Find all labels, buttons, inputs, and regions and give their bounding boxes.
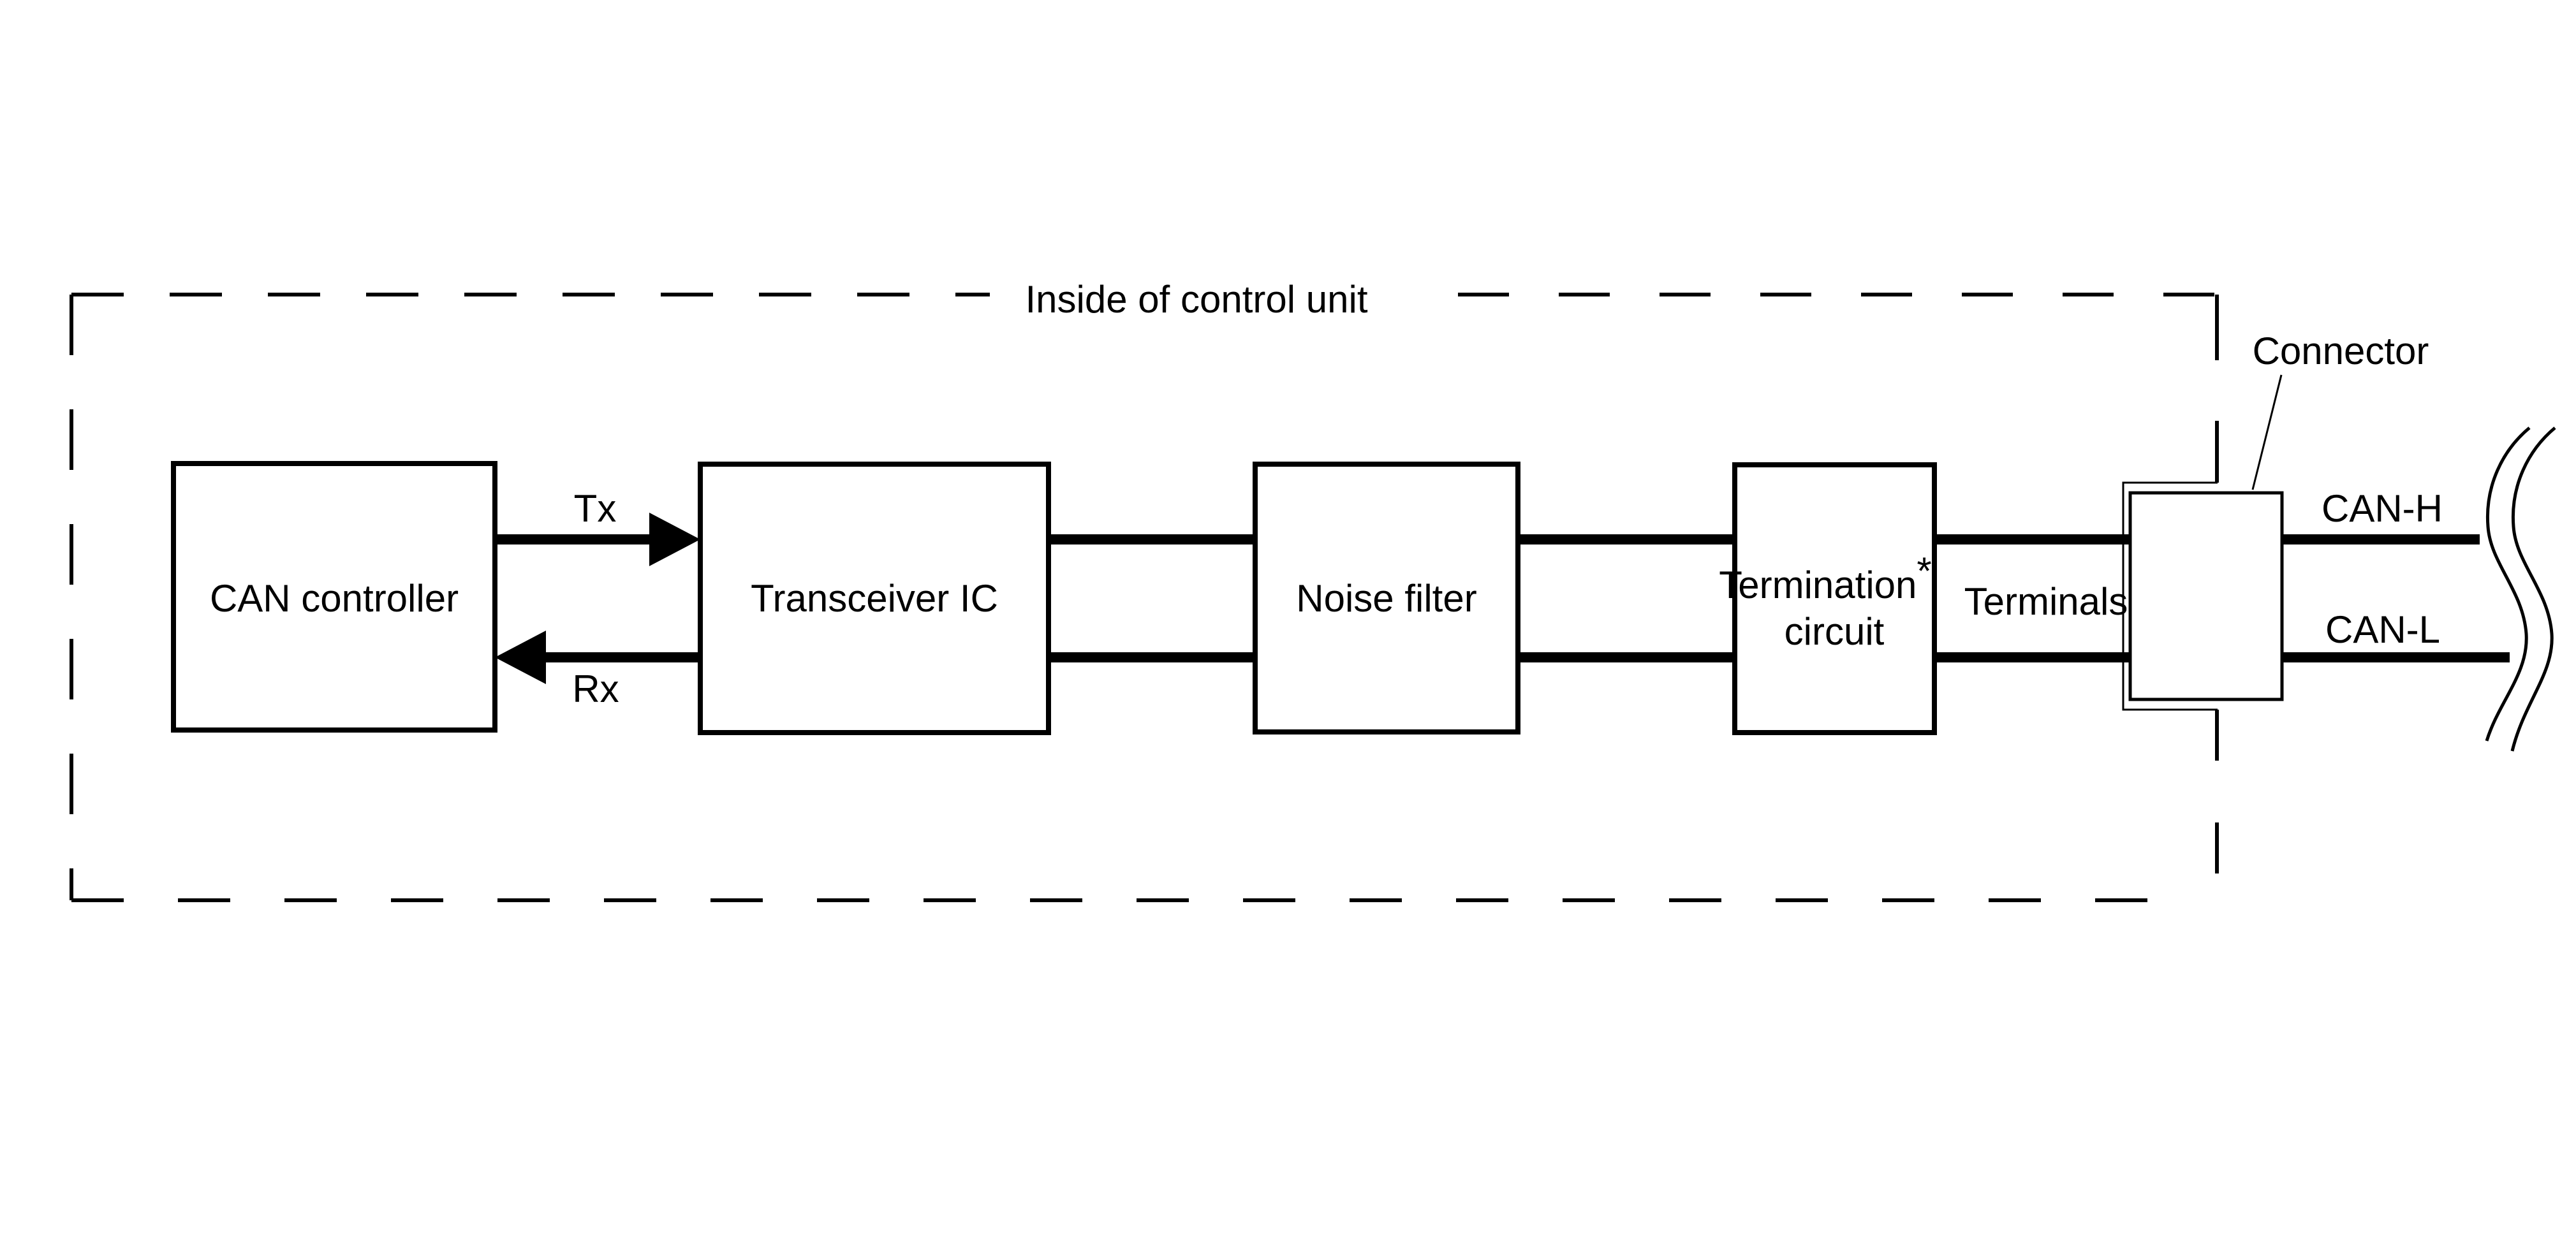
bus-wires (1049, 534, 2510, 662)
tx-arrow: Tx (495, 487, 700, 566)
block-noise-filter: Noise filter (1253, 462, 1520, 734)
connector-label: Connector (2253, 330, 2429, 372)
connector-callout-line (2251, 374, 2283, 490)
transceiver-ic-label: Transceiver IC (751, 577, 998, 620)
noise-filter-box (1253, 462, 1520, 734)
termination-circuit-box (1732, 462, 1937, 735)
connector: Connector (2122, 330, 2429, 711)
rx-label: Rx (572, 668, 619, 710)
noise-filter-label: Noise filter (1296, 577, 1476, 620)
terminals-label: Terminals (1964, 580, 2128, 623)
rx-arrow: Rx (495, 631, 700, 710)
can-controller-box (171, 461, 497, 733)
termination-circuit-label-line1: Termination* (1719, 550, 1932, 606)
block-transceiver-ic: Transceiver IC (698, 462, 1051, 735)
termination-circuit-label-line2: circuit (1785, 610, 1885, 653)
can-l-label: CAN-L (2325, 608, 2440, 651)
diagram-title: Inside of control unit (1026, 278, 1368, 321)
termination-footnote-asterisk: * (1917, 550, 1931, 592)
cable-break-right-curve (2510, 427, 2556, 752)
cable-break-left-curve (2485, 427, 2531, 742)
transceiver-ic-box (698, 462, 1051, 735)
tx-label: Tx (574, 487, 617, 530)
block-termination-circuit: Termination* circuit (1719, 462, 1937, 735)
cable-break-squiggle-icon (2485, 427, 2556, 752)
tx-arrowhead-icon (649, 513, 700, 566)
connector-body (2128, 491, 2284, 701)
termination-word: Termination (1719, 564, 1917, 606)
control-unit-dashed-boundary (70, 293, 2219, 902)
can-controller-label: CAN controller (210, 577, 459, 620)
block-can-controller: CAN controller (171, 461, 497, 733)
connector-housing-bracket (2122, 481, 2218, 711)
can-h-label: CAN-H (2322, 487, 2443, 530)
rx-arrowhead-icon (495, 631, 546, 684)
